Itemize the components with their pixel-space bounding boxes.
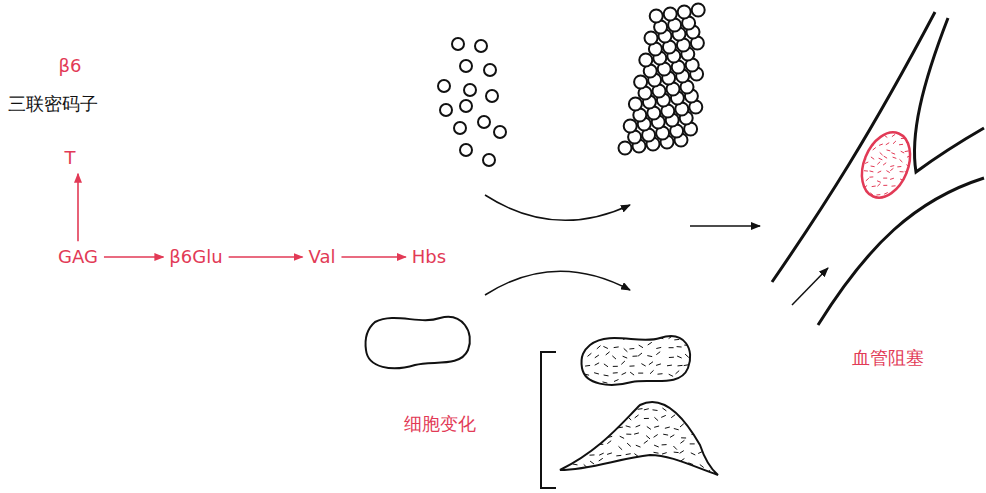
sequence-step: GAG <box>55 244 101 270</box>
step-text: Val <box>309 246 336 268</box>
sickle-cell <box>560 402 718 475</box>
step-text: GAG <box>58 246 98 268</box>
vessel-wall <box>818 178 984 325</box>
flow-arrow <box>104 256 163 258</box>
curved-arrow <box>485 195 630 220</box>
flow-arrow <box>77 174 79 241</box>
flow-arrow <box>341 256 405 258</box>
step-text: T <box>65 147 76 169</box>
sequence-step: Val <box>306 244 339 270</box>
normal-red-cell <box>365 317 469 368</box>
triplet-codon-label: 三联密码子 <box>8 93 98 115</box>
polymer-fiber <box>619 4 705 155</box>
fiber-texture <box>584 335 690 388</box>
free-hemoglobin <box>438 38 506 166</box>
step-text: β6Glu <box>169 246 222 268</box>
bracket <box>541 352 556 488</box>
vascular-occlusion-label: 血管阻塞 <box>852 347 924 369</box>
vessel-wall <box>914 18 984 172</box>
flow-arrow <box>792 268 828 305</box>
sequence-step: Hbs <box>409 244 449 270</box>
flow-arrow <box>229 256 303 258</box>
fiber-texture <box>562 396 723 475</box>
codon-position: β6 <box>59 55 82 77</box>
curved-arrow <box>485 271 630 295</box>
arrow <box>690 225 760 227</box>
sequence-step: β6Glu <box>166 244 225 270</box>
fiber-texture <box>862 128 918 203</box>
occluding-clot <box>853 125 919 205</box>
vessel-wall <box>772 12 935 282</box>
cell-change-label: 细胞变化 <box>404 413 476 435</box>
step-text: Hbs <box>412 246 446 268</box>
sequence-step: T <box>62 145 79 171</box>
deformed-cell <box>581 336 690 385</box>
